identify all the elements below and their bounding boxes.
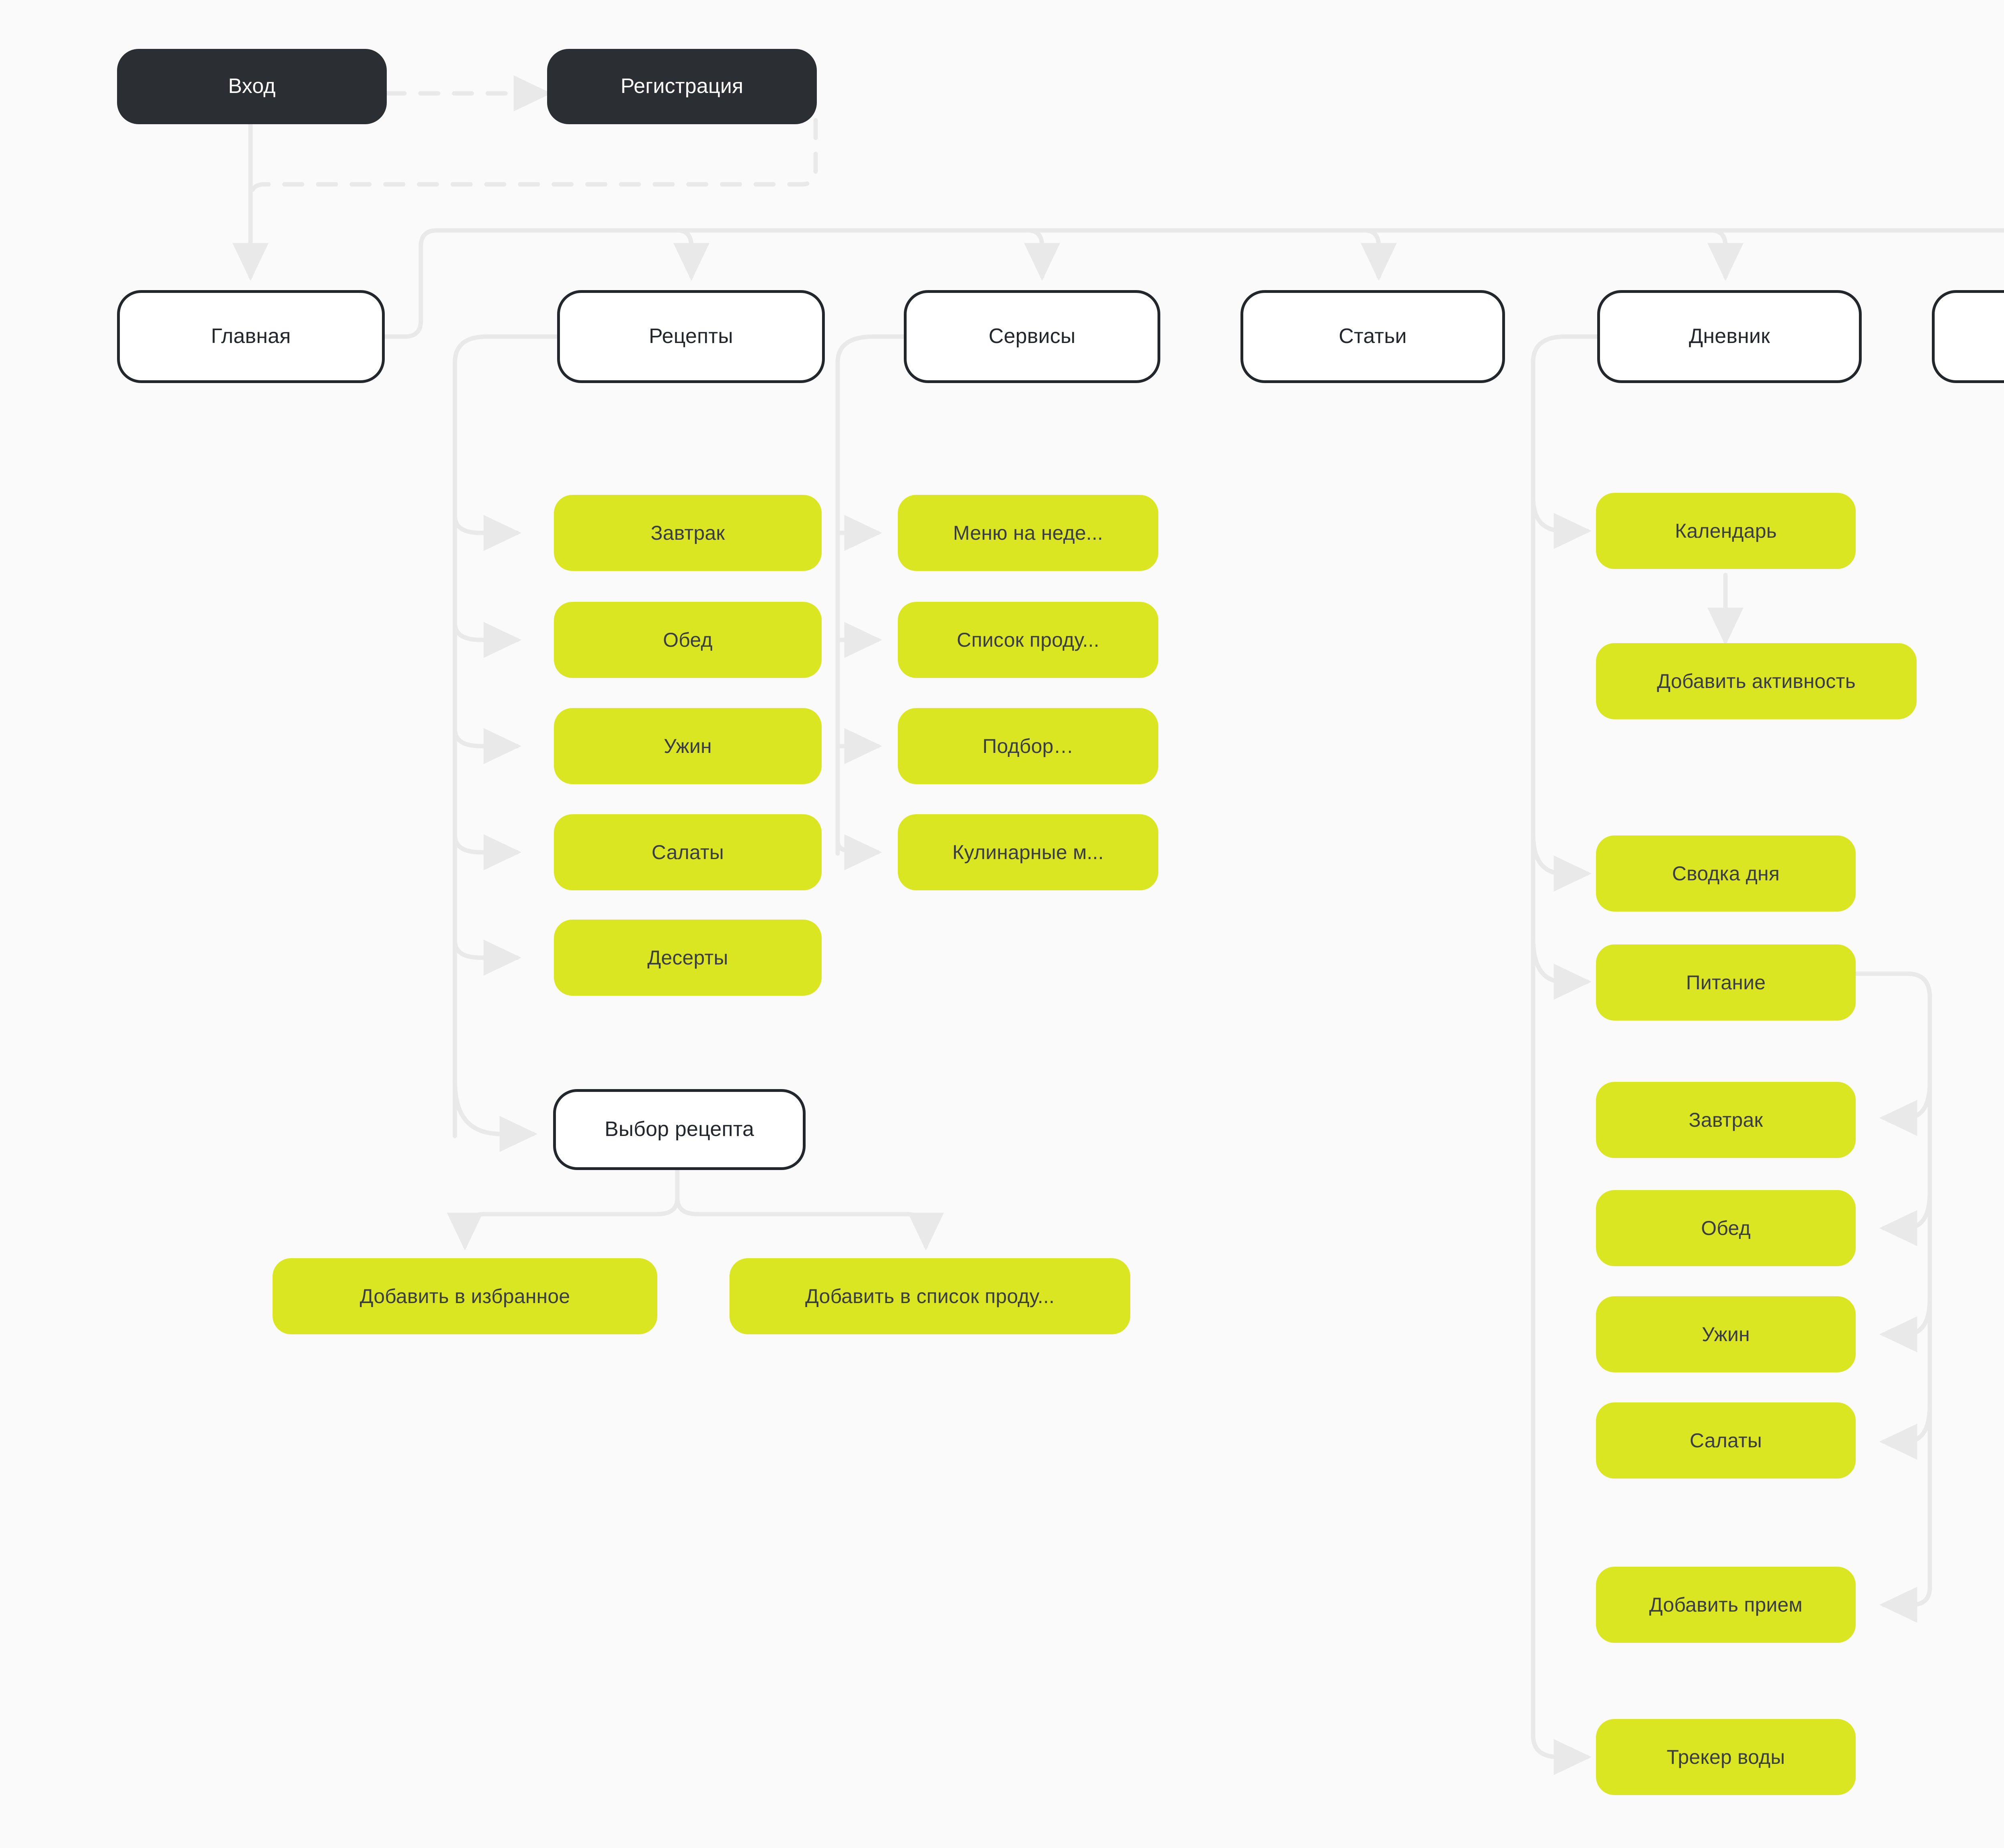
- node-services-child-1-label: Список проду...: [957, 628, 1099, 651]
- node-diary-nutrition-label: Питание: [1686, 971, 1766, 994]
- edge-nutrition-to-lunch: [1879, 1190, 1932, 1247]
- node-section-recipes-label: Рецепты: [648, 325, 733, 348]
- node-recipe-action-1-label: Добавить в список проду...: [805, 1285, 1055, 1307]
- node-nutrition-child-1-label: Обед: [1701, 1217, 1751, 1239]
- node-recipes-child-1-label: Обед: [663, 628, 713, 651]
- node-diary-nutrition[interactable]: Питание: [1596, 944, 1856, 1021]
- node-recipe-action-1[interactable]: Добавить в список проду...: [729, 1258, 1130, 1334]
- node-diary-add-activity-label: Добавить активность: [1657, 670, 1856, 692]
- edge-recipes-to-breakfast: [453, 514, 522, 551]
- node-recipe-action-0-label: Добавить в избранное: [360, 1285, 570, 1307]
- node-diary-water-tracker[interactable]: Трекер воды: [1596, 1719, 1856, 1795]
- edge-nutrition-to-breakfast: [1879, 1079, 1932, 1136]
- node-section-services[interactable]: Сервисы: [904, 290, 1160, 383]
- node-services-child-1[interactable]: Список проду...: [898, 602, 1158, 678]
- node-nutrition-add-meal[interactable]: Добавить прием: [1596, 1567, 1856, 1643]
- edge-recipes-to-salads: [453, 833, 522, 871]
- node-diary-water-tracker-label: Трекер воды: [1667, 1745, 1785, 1768]
- node-nutrition-child-3[interactable]: Салаты: [1596, 1402, 1856, 1479]
- edge-nutrition-to-dinner: [1879, 1296, 1932, 1353]
- node-nutrition-child-3-label: Салаты: [1689, 1429, 1762, 1452]
- node-section-articles-label: Статьи: [1339, 325, 1407, 348]
- edge-recipe-detail-to-favorites: [446, 1168, 680, 1251]
- node-section-home-label: Главная: [211, 325, 291, 348]
- edge-nutrition-to-salads: [1879, 1402, 1932, 1460]
- edge-recipe-detail-to-shopping-list: [675, 1168, 944, 1251]
- node-services-child-3-label: Кулинарные м...: [952, 841, 1104, 863]
- node-section-services-label: Сервисы: [988, 325, 1076, 348]
- node-services-child-2-label: Подбор…: [982, 734, 1074, 757]
- node-services-child-3[interactable]: Кулинарные м...: [898, 814, 1158, 890]
- edge-bus-to-services: [1024, 228, 1061, 281]
- node-recipe-detail[interactable]: Выбор рецепта: [553, 1089, 806, 1170]
- node-nutrition-add-meal-label: Добавить прием: [1649, 1593, 1803, 1616]
- node-recipes-child-3[interactable]: Салаты: [554, 814, 822, 890]
- edge-diary-to-calendar: [1531, 494, 1592, 549]
- edge-recipes-to-desserts: [453, 938, 522, 976]
- node-diary-add-activity[interactable]: Добавить активность: [1596, 643, 1917, 719]
- node-nutrition-child-2[interactable]: Ужин: [1596, 1296, 1856, 1372]
- node-diary-calendar-label: Календарь: [1675, 519, 1777, 542]
- edge-services-to-masterclass: [835, 834, 883, 871]
- node-services-child-0-label: Меню на неде...: [953, 521, 1103, 544]
- node-section-diary[interactable]: Дневник: [1597, 290, 1862, 383]
- node-services-child-0[interactable]: Меню на неде...: [898, 495, 1158, 571]
- node-section-diary-label: Дневник: [1689, 325, 1770, 348]
- node-login[interactable]: Вход: [117, 49, 387, 124]
- node-recipes-child-2-label: Ужин: [664, 734, 712, 757]
- node-diary-day-summary[interactable]: Сводка дня: [1596, 835, 1856, 912]
- edge-diary-spine: [1531, 334, 1600, 1775]
- node-section-map[interactable]: Карта: [1932, 290, 2004, 383]
- node-recipes-child-0[interactable]: Завтрак: [554, 495, 822, 571]
- node-diary-day-summary-label: Сводка дня: [1672, 862, 1780, 885]
- node-section-recipes[interactable]: Рецепты: [557, 290, 825, 383]
- node-recipes-child-0-label: Завтрак: [650, 521, 725, 544]
- node-nutrition-child-0[interactable]: Завтрак: [1596, 1082, 1856, 1158]
- edge-recipes-to-recipe-detail: [453, 1079, 538, 1152]
- node-recipe-action-0[interactable]: Добавить в избранное: [273, 1258, 657, 1334]
- node-register[interactable]: Регистрация: [547, 49, 817, 124]
- edge-register-loopback: [248, 118, 818, 267]
- node-nutrition-child-2-label: Ужин: [1702, 1323, 1750, 1346]
- node-section-home[interactable]: Главная: [117, 290, 385, 383]
- edge-diary-to-daysummary: [1531, 831, 1592, 892]
- node-recipe-detail-label: Выбор рецепта: [604, 1118, 754, 1141]
- node-nutrition-child-1[interactable]: Обед: [1596, 1190, 1856, 1266]
- node-services-child-2[interactable]: Подбор…: [898, 708, 1158, 784]
- edge-nutrition-rail: [1853, 971, 1932, 1623]
- node-recipes-child-4-label: Десерты: [647, 946, 728, 969]
- node-section-articles[interactable]: Статьи: [1240, 290, 1505, 383]
- node-recipes-child-2[interactable]: Ужин: [554, 708, 822, 784]
- edge-recipes-to-lunch: [453, 621, 522, 658]
- node-recipes-child-4[interactable]: Десерты: [554, 920, 822, 996]
- node-diary-calendar[interactable]: Календарь: [1596, 493, 1856, 569]
- node-recipes-child-3-label: Салаты: [651, 841, 724, 863]
- node-nutrition-child-0-label: Завтрак: [1689, 1108, 1763, 1131]
- node-register-label: Регистрация: [620, 75, 743, 98]
- edge-bus-to-articles: [1360, 228, 1397, 281]
- edge-bus-to-recipes: [673, 228, 710, 281]
- node-recipes-child-1[interactable]: Обед: [554, 602, 822, 678]
- edge-recipes-spine: [453, 334, 560, 1138]
- edge-bus-to-diary: [1707, 228, 1744, 281]
- edge-services-spine: [835, 334, 906, 856]
- node-login-label: Вход: [228, 75, 276, 98]
- edge-recipes-to-dinner: [453, 727, 522, 765]
- edge-diary-to-nutrition: [1531, 935, 1592, 1000]
